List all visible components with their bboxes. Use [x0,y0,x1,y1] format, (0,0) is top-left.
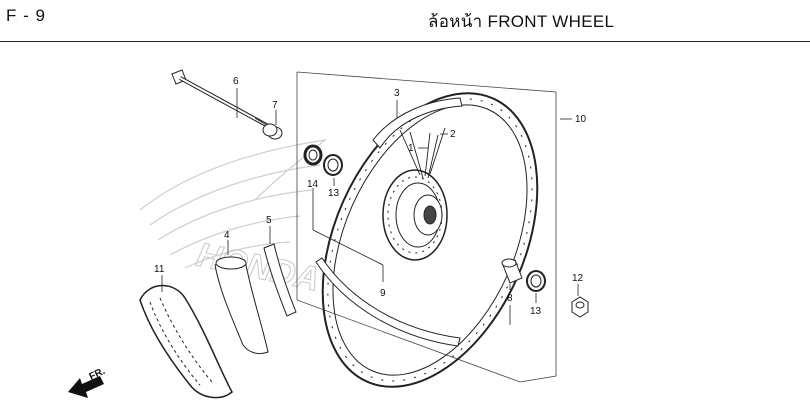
callout-1: 1 [408,143,414,154]
spokes-part [399,127,446,179]
rim-strip-part [372,97,463,149]
axle-nut-part [571,296,589,318]
leader-lines [161,88,579,325]
callout-10: 10 [575,114,587,125]
tube-part [214,256,269,355]
callout-14: 14 [307,179,319,190]
callout-4: 4 [224,230,230,241]
oil-seal-left [303,144,323,166]
bearing-right [526,270,546,292]
callout-13-left: 13 [328,188,340,199]
callout-9: 9 [380,288,386,299]
callout-13-right: 13 [530,306,542,317]
callout-12: 12 [572,273,584,284]
tire-part [139,284,233,399]
assembly-box [296,71,557,383]
callout-5: 5 [266,215,272,226]
tube-band-part [263,243,297,317]
collar-part [262,123,283,140]
spacer-part [501,258,523,284]
bearing-left [323,154,343,176]
header-rule [0,41,810,42]
page-code: F - 9 [6,6,46,25]
honda-wing-watermark [139,139,328,269]
page-title: ล้อหน้า FRONT WHEEL [428,12,615,31]
callout-8: 8 [507,293,513,304]
callout-6: 6 [233,76,239,87]
rim-band-part [315,257,461,347]
axle-part [171,69,271,129]
hub-part [382,169,448,261]
callout-7: 7 [272,100,278,111]
callout-2: 2 [450,129,456,140]
front-direction-arrow: FR. [68,366,107,398]
svg-text:FR.: FR. [88,366,107,383]
callout-11: 11 [154,264,165,275]
callout-3: 3 [394,88,400,99]
